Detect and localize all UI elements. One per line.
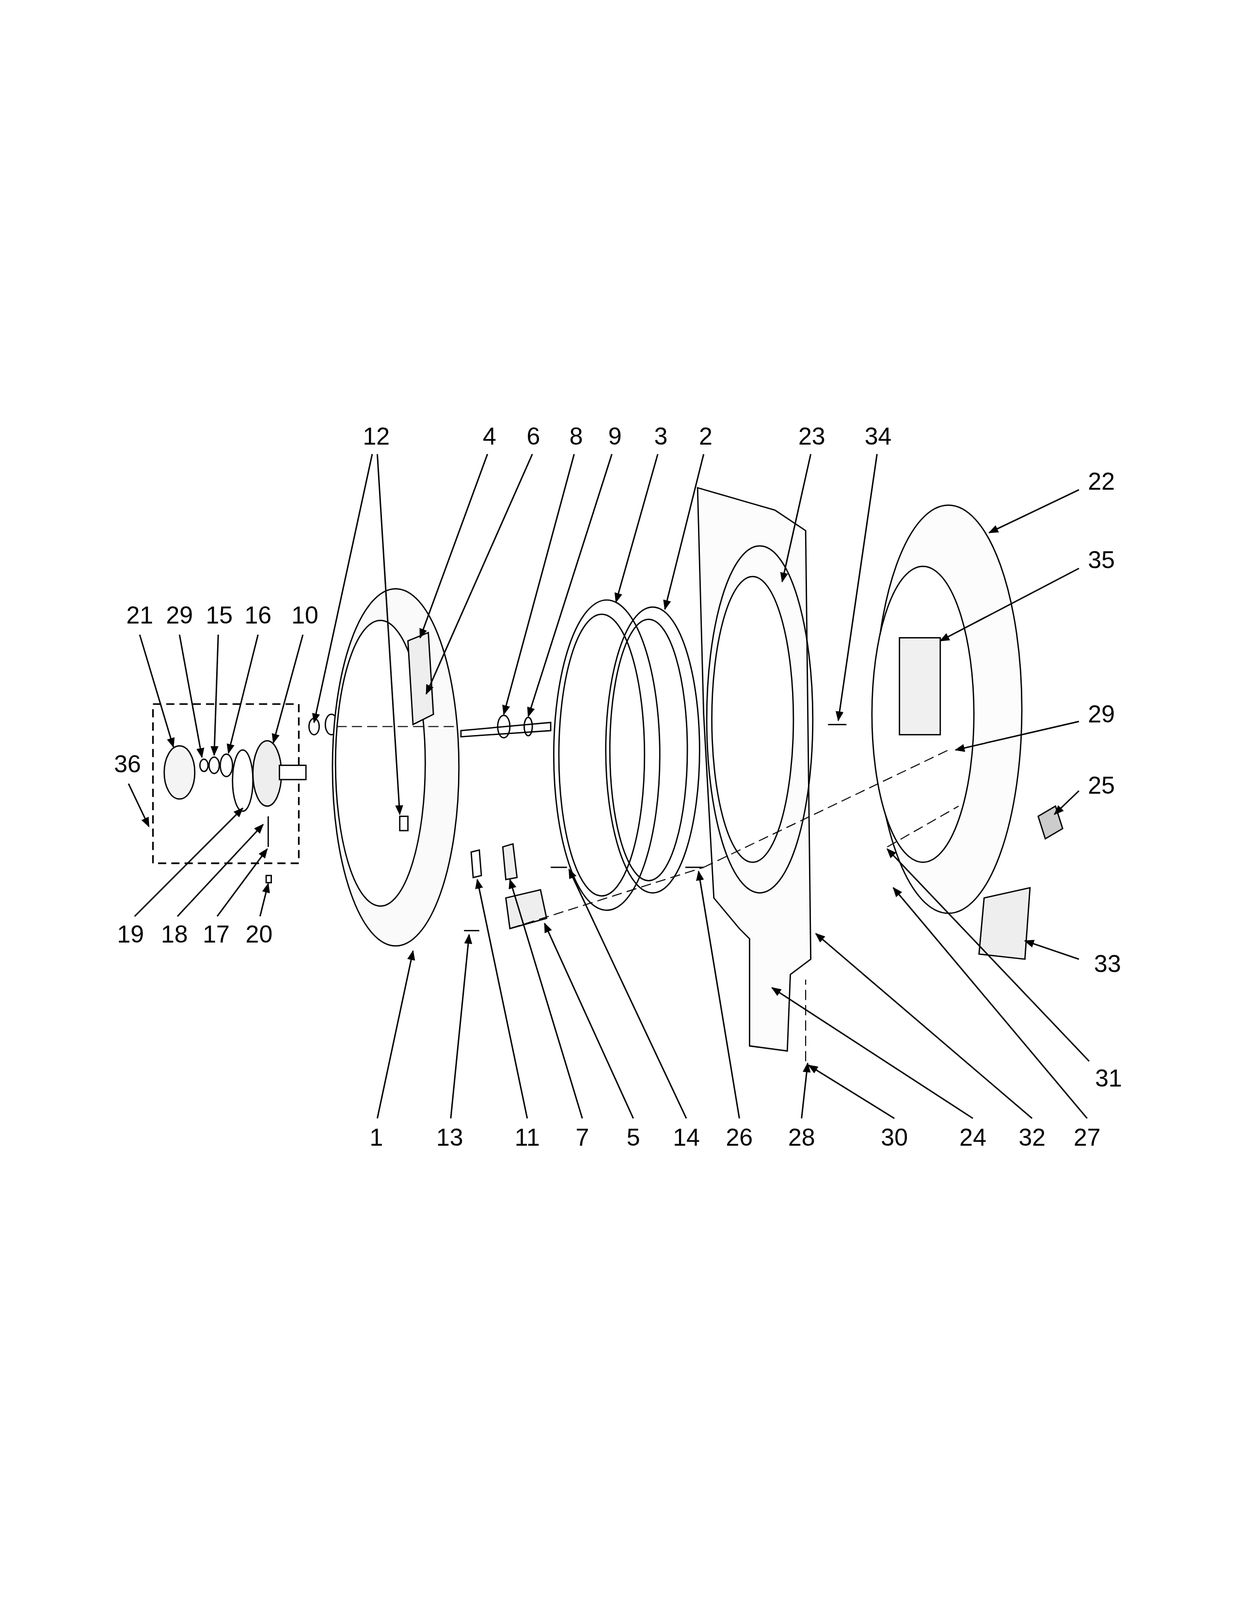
callout-number: 13 bbox=[435, 1125, 465, 1150]
callout-number: 19 bbox=[115, 921, 145, 947]
callout-number: 7 bbox=[574, 1125, 590, 1150]
callout-number: 9 bbox=[607, 424, 623, 449]
callout-number: 6 bbox=[525, 424, 541, 449]
callout-number: 8 bbox=[568, 424, 585, 449]
callout-number: 25 bbox=[1086, 773, 1116, 798]
callout-number: 17 bbox=[201, 921, 231, 947]
callout-number: 22 bbox=[1086, 469, 1116, 494]
callout-number: 1 bbox=[368, 1125, 384, 1150]
callout-number: 5 bbox=[625, 1125, 642, 1150]
callout-number: 26 bbox=[725, 1125, 755, 1150]
callout-number: 36 bbox=[112, 751, 143, 777]
callout-number: 10 bbox=[290, 602, 320, 628]
callout-number: 14 bbox=[671, 1125, 701, 1150]
callout-number: 29 bbox=[1086, 701, 1116, 727]
callout-number: 18 bbox=[159, 921, 190, 947]
callout-number: 2 bbox=[697, 424, 714, 449]
callout-number: 23 bbox=[797, 424, 827, 449]
callout-number: 15 bbox=[205, 602, 235, 628]
callout-number: 4 bbox=[481, 424, 498, 449]
callout-number: 16 bbox=[243, 602, 273, 628]
callout-number: 29 bbox=[164, 602, 194, 628]
callout-number: 32 bbox=[1017, 1125, 1047, 1150]
callout-number: 24 bbox=[958, 1125, 988, 1150]
callout-number: 27 bbox=[1072, 1125, 1102, 1150]
callout-number: 20 bbox=[244, 921, 274, 947]
callout-number: 28 bbox=[787, 1125, 817, 1150]
callout-number: 35 bbox=[1086, 547, 1116, 572]
callout-number: 34 bbox=[863, 424, 893, 449]
callout-number: 30 bbox=[879, 1125, 909, 1150]
callout-number: 12 bbox=[362, 424, 392, 449]
callout-number: 3 bbox=[652, 424, 669, 449]
callout-number: 11 bbox=[513, 1125, 541, 1150]
callout-number: 31 bbox=[1093, 1065, 1124, 1091]
callout-number: 33 bbox=[1093, 951, 1123, 976]
callout-number: 21 bbox=[125, 602, 155, 628]
